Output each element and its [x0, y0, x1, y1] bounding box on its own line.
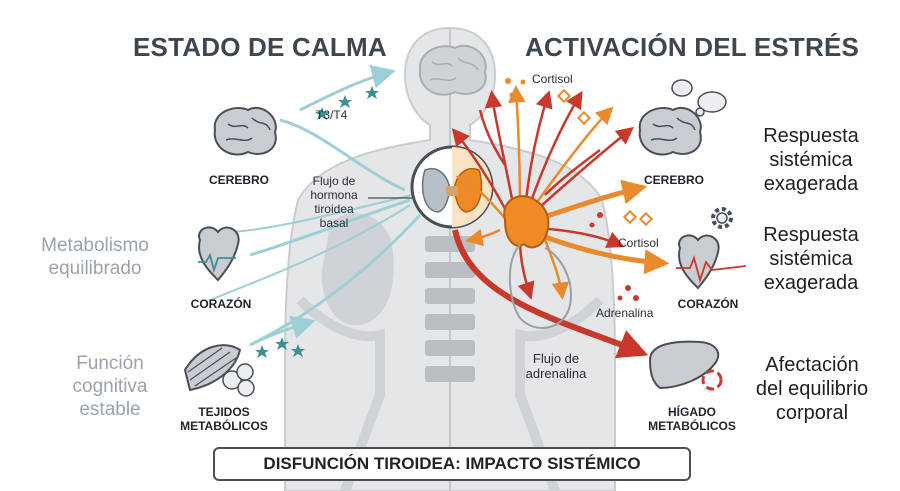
cortisol-particles [505, 78, 654, 301]
left-brain-icon [213, 107, 277, 156]
t3t4-label: T3/T4 [316, 108, 348, 122]
right-heart-label: CORAZÓN [677, 297, 739, 311]
body-silhouette [284, 26, 616, 491]
right-liver-icon [648, 340, 723, 391]
stress-arrows [451, 85, 670, 359]
left-heart-label: CORAZÓN [190, 297, 252, 311]
gear-icon [711, 207, 733, 229]
heading-stress: ACTIVACIÓN DEL ESTRÉS [525, 32, 860, 62]
adrenal-gland [503, 195, 572, 329]
right-brain-label: CEREBRO [643, 173, 704, 187]
right-heart-icon [676, 234, 747, 290]
left-heart-icon [198, 226, 240, 282]
thyroid-gland [410, 145, 494, 229]
cortisol-top-label: Cortisol [532, 72, 573, 86]
right-brain-icon [638, 79, 727, 156]
calm-hormone-streams [209, 65, 422, 347]
head-brain [418, 44, 487, 96]
left-brain-label: CEREBRO [208, 173, 269, 187]
footer-title: DISFUNCIÓN TIROIDEA: IMPACTO SISTÉMICO [213, 447, 691, 481]
t3t4-stars [255, 86, 379, 358]
left-tissue-icon [183, 344, 255, 397]
cortisol-mid-label: Cortisol [618, 236, 659, 250]
heading-calm: ESTADO DE CALMA [133, 32, 387, 62]
adrenaline-label: Adrenalina [596, 306, 654, 320]
